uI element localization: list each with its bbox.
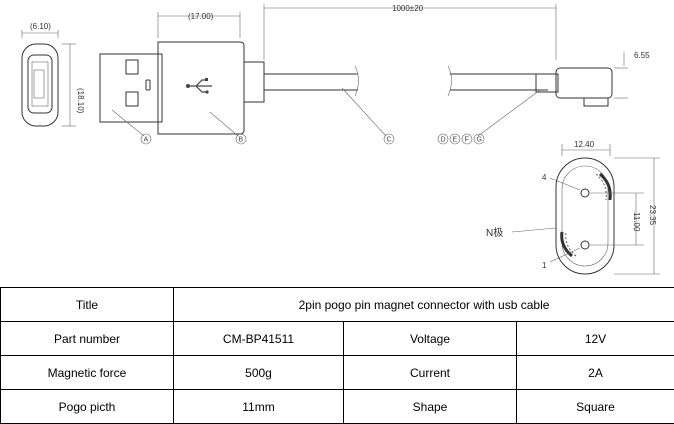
spec-row: Pogo picth 11mm Shape Square: [1, 390, 674, 424]
callout-a: A: [141, 134, 151, 144]
svg-text:A: A: [144, 137, 149, 144]
plug-length-dim: (17.00): [188, 12, 214, 21]
svg-text:F: F: [465, 137, 469, 144]
callouts: A B C D E F G: [112, 88, 540, 144]
spec-value: 500g: [174, 356, 344, 390]
pogo-pin-1: [581, 241, 589, 249]
spec-row: Magnetic force 500g Current 2A: [1, 356, 674, 390]
spec-table: Title 2pin pogo pin magnet connector wit…: [0, 287, 674, 424]
magnet-height-dim: 6.55: [634, 51, 650, 60]
pogo-pin-4: [581, 189, 589, 197]
spec-label: Pogo picth: [1, 390, 174, 424]
pin-pitch-dim: 11.00: [632, 212, 641, 232]
svg-text:G: G: [477, 137, 482, 144]
title-value: 2pin pogo pin magnet connector with usb …: [174, 288, 674, 322]
spec-value: 12V: [517, 322, 674, 356]
magnet-head-side-view: 6.55: [536, 51, 650, 106]
cable-length-dim: 1000±20: [392, 4, 424, 13]
spec-row-title: Title 2pin pogo pin magnet connector wit…: [1, 288, 674, 322]
pin-label-4: 4: [542, 173, 547, 182]
callout-b: B: [236, 134, 246, 144]
head-length-dim: 23.35: [648, 205, 657, 226]
polarity-label: N极: [486, 226, 503, 239]
callout-e: E: [450, 134, 460, 144]
spec-label: Current: [344, 356, 517, 390]
spec-label: Part number: [1, 322, 174, 356]
pin-label-1: 1: [542, 261, 547, 270]
svg-text:B: B: [239, 137, 244, 144]
head-width-dim: 12.40: [574, 140, 595, 149]
spec-label: Voltage: [344, 322, 517, 356]
title-label: Title: [1, 288, 174, 322]
spec-value: Square: [517, 390, 674, 424]
svg-text:C: C: [387, 137, 392, 144]
spec-label: Shape: [344, 390, 517, 424]
spec-value: 11mm: [174, 390, 344, 424]
end-height-dim: (18.10): [76, 88, 85, 114]
technical-drawing: (6.10) (18.10) (17.00) 1000±20: [0, 0, 674, 287]
magnet-head-front-view: 4 1 N极 12.40 11.00 23.35: [486, 140, 660, 274]
cable: 1000±20: [264, 4, 556, 96]
spec-value: CM-BP41511: [174, 322, 344, 356]
svg-text:D: D: [441, 137, 446, 144]
usb-end-view: (6.10) (18.10): [22, 22, 85, 126]
end-width-dim: (6.10): [30, 22, 51, 31]
callout-f: F: [462, 134, 472, 144]
svg-text:E: E: [453, 137, 458, 144]
usb-plug-view: (17.00): [100, 12, 264, 134]
callout-c: C: [384, 134, 394, 144]
usb-trident-icon: [190, 80, 212, 92]
spec-row: Part number CM-BP41511 Voltage 12V: [1, 322, 674, 356]
spec-value: 2A: [517, 356, 674, 390]
spec-label: Magnetic force: [1, 356, 174, 390]
callout-d: D: [438, 134, 448, 144]
